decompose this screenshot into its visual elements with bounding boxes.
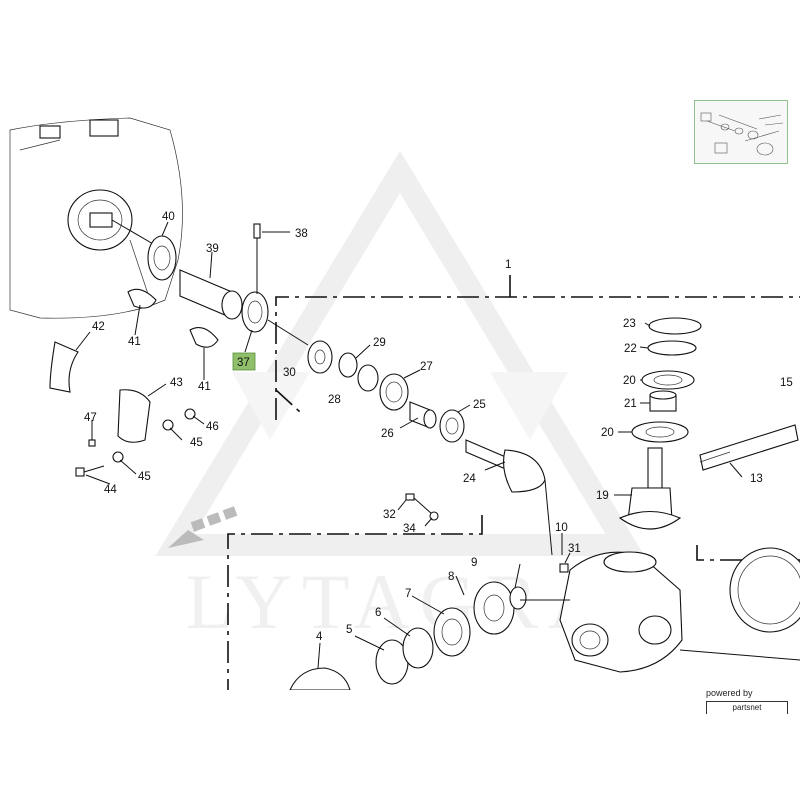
callout-28: 28 — [328, 394, 341, 406]
callout-37: 37 — [237, 357, 250, 369]
shim-28[interactable] — [357, 364, 379, 392]
callout-21: 21 — [624, 398, 637, 410]
direction-arrow-icon — [168, 506, 238, 548]
bolt-32[interactable] — [405, 493, 433, 515]
shim-22[interactable] — [647, 340, 697, 356]
callout-1: 1 — [505, 259, 511, 271]
clip-41-right[interactable] — [189, 327, 219, 348]
callout-39: 39 — [206, 243, 219, 255]
bearing-housing-43[interactable] — [117, 383, 167, 443]
callout-19: 19 — [596, 490, 609, 502]
callout-23: 23 — [623, 318, 636, 330]
powered-by-label: powered by — [706, 688, 753, 698]
shaft-13[interactable] — [699, 424, 799, 471]
snap-ring-29[interactable] — [338, 352, 358, 378]
callout-9: 9 — [471, 557, 477, 569]
callout-20-upper: 20 — [623, 375, 636, 387]
bearing-half-42[interactable] — [49, 331, 91, 393]
powered-by-branding: powered by partsnet — [704, 688, 794, 714]
callout-13: 13 — [750, 473, 763, 485]
bevel-pinion-24[interactable] — [465, 439, 553, 556]
bearing-7[interactable] — [433, 607, 471, 657]
callout-6: 6 — [375, 607, 381, 619]
callout-44: 44 — [104, 484, 117, 496]
plug-31[interactable] — [559, 563, 569, 573]
callout-31: 31 — [568, 543, 581, 555]
cover-plate-right[interactable] — [729, 547, 800, 633]
callout-27: 27 — [420, 361, 433, 373]
callout-46: 46 — [206, 421, 219, 433]
callout-8: 8 — [448, 571, 454, 583]
bolt-44[interactable] — [75, 465, 105, 477]
callout-10: 10 — [555, 522, 568, 534]
callout-41-left: 41 — [128, 336, 141, 348]
watermark: LYTAGRA — [155, 150, 645, 645]
callout-25: 25 — [473, 399, 486, 411]
callout-26: 26 — [381, 428, 394, 440]
leader-lines — [85, 221, 743, 669]
nut-46[interactable] — [184, 408, 196, 420]
callout-47: 47 — [84, 412, 97, 424]
brand-logo: partsnet — [706, 701, 788, 714]
callout-37-highlight[interactable]: 37 — [232, 352, 256, 371]
callout-45-lower: 45 — [138, 471, 151, 483]
snap-ring-23[interactable] — [648, 317, 702, 335]
callout-20-lower: 20 — [601, 427, 614, 439]
callout-15: 15 — [780, 377, 793, 389]
callout-34: 34 — [403, 523, 416, 535]
callout-30: 30 — [283, 367, 296, 379]
bearing-20-upper[interactable] — [641, 370, 695, 390]
callout-45-upper: 45 — [190, 437, 203, 449]
spacer-tube-39[interactable] — [179, 269, 243, 320]
washer-30[interactable] — [307, 340, 333, 374]
overview-thumbnail[interactable] — [694, 100, 788, 164]
callout-7: 7 — [405, 588, 411, 600]
bevel-gear-8[interactable] — [473, 581, 515, 635]
callout-22: 22 — [624, 343, 637, 355]
bearing-25[interactable] — [439, 409, 465, 443]
callout-41-right: 41 — [198, 381, 211, 393]
callout-labels: 1 40 39 38 42 41 41 43 47 46 45 45 44 37… — [84, 211, 793, 643]
bolt-47[interactable] — [88, 425, 96, 447]
callout-29: 29 — [373, 337, 386, 349]
callout-5: 5 — [346, 624, 352, 636]
bearing-20-lower[interactable] — [631, 421, 689, 443]
sprocket-37[interactable] — [241, 291, 269, 333]
main-housing-left — [9, 117, 183, 319]
exploded-parts-diagram[interactable]: LYTAGRA — [0, 98, 800, 690]
callout-42: 42 — [92, 321, 105, 333]
callout-40: 40 — [162, 211, 175, 223]
callout-24: 24 — [463, 473, 476, 485]
bearing-27[interactable] — [379, 373, 409, 411]
callout-4: 4 — [316, 631, 323, 643]
watermark-text: LYTAGRA — [186, 558, 615, 645]
snap-ring-9[interactable] — [509, 586, 527, 610]
washer-45[interactable] — [112, 419, 174, 463]
spacer-21[interactable] — [649, 390, 677, 412]
shim-6[interactable] — [402, 627, 434, 669]
gearbox-housing[interactable] — [559, 551, 800, 673]
callout-38: 38 — [295, 228, 308, 240]
callout-32: 32 — [383, 509, 396, 521]
sprocket-40[interactable] — [147, 235, 177, 281]
callout-43: 43 — [170, 377, 183, 389]
spacer-26[interactable] — [409, 401, 437, 429]
cover-4[interactable] — [289, 667, 351, 690]
clip-41-left[interactable] — [127, 288, 157, 309]
bevel-gear-shaft-19[interactable] — [618, 447, 682, 530]
pin-38[interactable] — [253, 223, 290, 294]
